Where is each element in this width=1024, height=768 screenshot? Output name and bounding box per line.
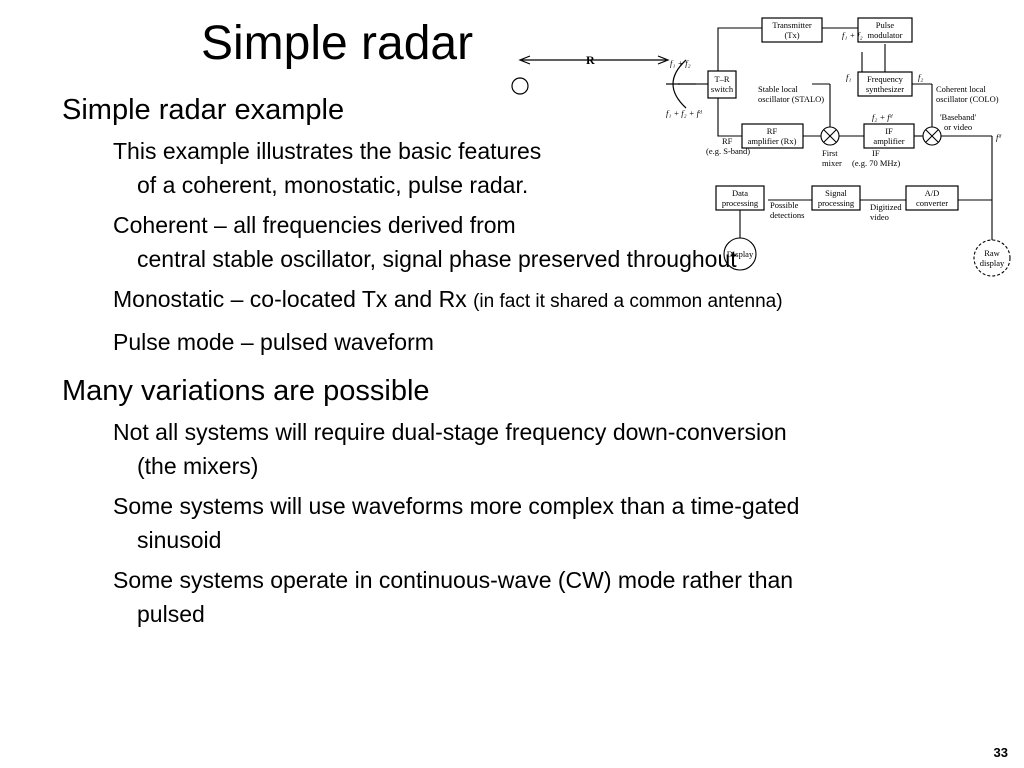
svg-text:Signal: Signal [825,188,847,198]
svg-text:(e.g. 70 MHz): (e.g. 70 MHz) [852,158,900,168]
svg-text:processing: processing [722,198,759,208]
svg-text:T–R: T–R [714,74,729,84]
signal-processing-block: Signal processing [811,185,861,211]
svg-text:Transmitter: Transmitter [772,20,812,30]
data-processing-block: Data processing [715,185,765,211]
sub-bullet-monostatic: Monostatic – co-located Tx and Rx (in fa… [113,286,783,312]
slide-body: Simple radar example This example illust… [62,92,982,637]
baseband-label: 'Baseband' or video [940,112,977,132]
if-band-label: IF (e.g. 70 MHz) [852,148,900,168]
svg-text:Digitized: Digitized [870,202,902,212]
svg-text:mixer: mixer [822,158,842,168]
svg-text:f₂ + fᵈ: f₂ + fᵈ [872,112,893,122]
frequency-labels: f₁ + f₂ f₁ + f₂ + fᵈ f₁ f₂ f₂ + fᵈ fᵈ f₁… [666,30,1001,142]
display-node: Display [723,237,757,271]
svg-text:oscillator (COLO): oscillator (COLO) [936,94,999,104]
rf-amplifier-block: RF amplifier (Rx) [741,123,804,149]
possible-detections-label: Possible detections [770,200,804,220]
svg-text:f₁ + f₂: f₁ + f₂ [842,30,863,40]
sub-bullet-complex-waveforms: Some systems will use waveforms more com… [113,493,800,553]
radar-block-diagram: R [500,14,1024,284]
svg-text:IF: IF [885,126,893,136]
svg-text:IF: IF [872,148,880,158]
first-mixer-symbol [820,126,840,146]
range-arrow [518,55,670,65]
frequency-synthesizer-block: Frequency synthesizer [857,71,913,97]
svg-text:amplifier (Rx): amplifier (Rx) [748,136,797,146]
ad-converter-block: A/D converter [905,185,959,211]
svg-text:switch: switch [711,84,734,94]
range-label: R [586,53,595,67]
pulse-modulator-block: Pulse modulator [857,17,913,43]
svg-text:modulator: modulator [868,30,903,40]
sub-bullet-basic-features: This example illustrates the basic featu… [113,138,542,198]
svg-text:Coherent local: Coherent local [936,84,986,94]
svg-text:f₂: f₂ [918,72,923,82]
svg-text:detections: detections [770,210,804,220]
svg-text:or video: or video [944,122,972,132]
svg-text:(Tx): (Tx) [784,30,799,40]
svg-text:First: First [822,148,838,158]
svg-text:Raw: Raw [984,248,1000,258]
digitized-video-label: Digitized video [870,202,902,222]
transmitter-block: Transmitter (Tx) [761,17,823,43]
second-mixer-symbol [922,126,942,146]
svg-text:processing: processing [818,198,855,208]
svg-text:display: display [980,258,1005,268]
target-circle [511,77,529,95]
svg-text:Display: Display [727,249,754,259]
svg-text:f₁: f₁ [846,72,851,82]
sub-bullet-pulse-mode: Pulse mode – pulsed waveform [113,329,434,355]
rf-band-label: RF (e.g. S-band) [706,136,750,156]
bullet-simple-radar-example: Simple radar example [62,94,345,126]
svg-text:RF: RF [722,136,733,146]
svg-text:f₁ + f₂ + fᵈ: f₁ + f₂ + fᵈ [666,108,702,118]
page-number: 33 [993,745,1008,760]
stalo-label: Stable local oscillator (STALO) [758,84,824,104]
svg-text:amplifier: amplifier [873,136,904,146]
bullet-many-variations: Many variations are possible [62,375,430,407]
svg-text:fᵈ: fᵈ [996,132,1001,142]
first-mixer-label: First mixer [822,148,842,168]
svg-text:f₁ + f₂: f₁ + f₂ [670,58,691,68]
raw-display-node: Raw display [973,239,1011,277]
colo-label: Coherent local oscillator (COLO) [936,84,999,104]
antenna-icon [666,59,696,109]
svg-text:A/D: A/D [925,188,940,198]
slide-title: Simple radar [201,17,474,70]
svg-text:Frequency: Frequency [867,74,904,84]
svg-text:Stable local: Stable local [758,84,799,94]
svg-text:oscillator (STALO): oscillator (STALO) [758,94,824,104]
svg-text:(e.g. S-band): (e.g. S-band) [706,146,750,156]
sub-bullet-dual-stage: Not all systems will require dual-stage … [113,419,787,479]
if-amplifier-block: IF amplifier [863,123,915,149]
svg-text:video: video [870,212,889,222]
svg-text:converter: converter [916,198,948,208]
sub-bullet-cw-mode: Some systems operate in continuous-wave … [113,567,794,627]
svg-text:synthesizer: synthesizer [866,84,904,94]
svg-text:'Baseband': 'Baseband' [940,112,977,122]
svg-text:Data: Data [732,188,748,198]
svg-text:RF: RF [767,126,778,136]
svg-text:Possible: Possible [770,200,799,210]
tr-switch-block: T–R switch [707,70,737,99]
svg-text:Pulse: Pulse [876,20,895,30]
